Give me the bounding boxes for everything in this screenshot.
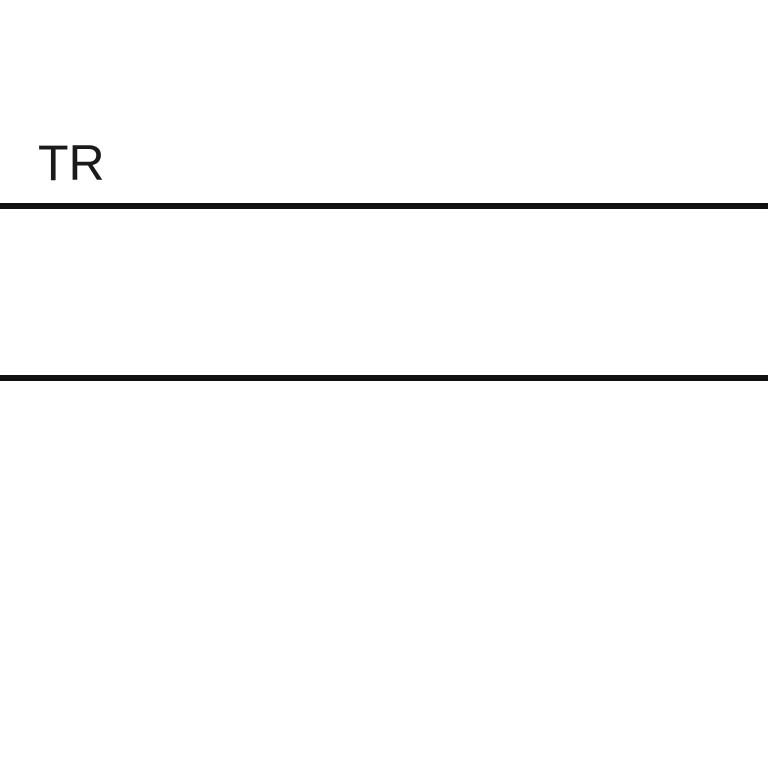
top-horizontal-line	[0, 203, 768, 209]
tr-label: TR	[38, 135, 105, 191]
bottom-horizontal-line	[0, 375, 768, 381]
